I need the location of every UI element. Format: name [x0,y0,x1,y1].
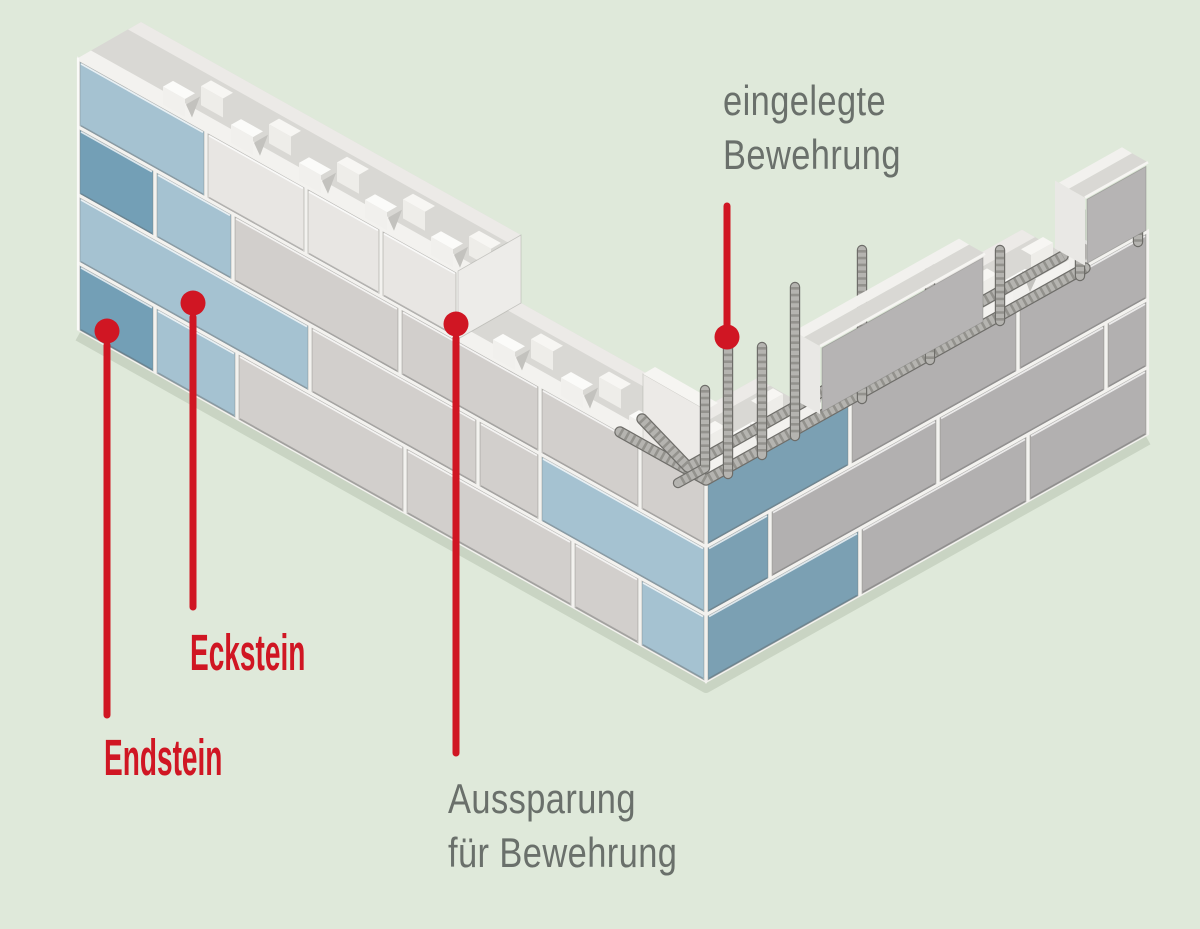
masonry-block [861,436,1027,595]
reinforcement-notch [516,349,530,371]
reinforcement-notch [186,96,200,118]
web-tooth [337,162,359,194]
label-eckstein: Eckstein [190,624,306,681]
web-tooth [599,377,621,409]
masonry-block [541,456,705,613]
web-tooth [493,339,515,371]
left-wall [76,22,769,684]
masonry-block [238,354,404,512]
leader-dot-bewehrung [714,324,740,350]
web-tooth [201,86,223,118]
web-tooth [299,162,321,195]
inner-shell-top [128,22,521,243]
web-tooth [531,339,553,371]
reinforcement-notch [322,172,336,194]
web-tooth [365,199,387,232]
web-tooth [269,124,291,156]
ground-shadow [75,331,1151,693]
masonry-block [479,421,539,520]
annotation-leaders [94,202,740,757]
masonry-block [771,419,937,577]
masonry-block [307,189,380,295]
masonry-block [707,531,859,681]
masonry-block [79,265,154,372]
label-aussparung-fuer-bewehrung: Aussparung für Bewehrung [448,772,677,880]
reinforcement-notch [454,246,468,268]
label-line: für Bewehrung [448,829,678,876]
web-tooth [231,124,253,157]
rebar-front [672,281,801,489]
reinforcement-notch [254,134,268,156]
leader-dot-endstein [94,318,120,344]
label-eingelegte-bewehrung: eingelegte Bewehrung [723,74,901,182]
label-line: eingelegte [723,77,887,124]
masonry-block [79,61,205,197]
label-endstein: Endstein [104,729,223,786]
masonry-block [79,129,154,236]
placed-block-end-face [1055,180,1085,266]
masonry-block [707,513,769,613]
placed-block-face [821,257,984,413]
masonry-block [574,542,639,644]
right-wall [643,228,1149,684]
label-line: Aussparung [448,775,636,822]
reinforcement-notch [388,209,402,231]
masonry-block [401,309,539,452]
leader-dot-eckstein [180,290,206,316]
label-line: Bewehrung [723,131,901,178]
placed-block-face [1086,165,1147,265]
web-tooth [403,199,425,231]
reinforcement-notch [584,387,598,409]
masonry-block [406,448,572,606]
masonry-block [1029,369,1147,501]
masonry-block [641,580,705,681]
placed-top-blocks [790,147,1150,435]
masonry-block [939,325,1105,483]
web-tooth [163,86,185,118]
masonry-block [541,388,639,508]
web-tooth [431,236,453,269]
leader-dot-aussparung [443,311,469,337]
web-tooth [561,377,583,410]
